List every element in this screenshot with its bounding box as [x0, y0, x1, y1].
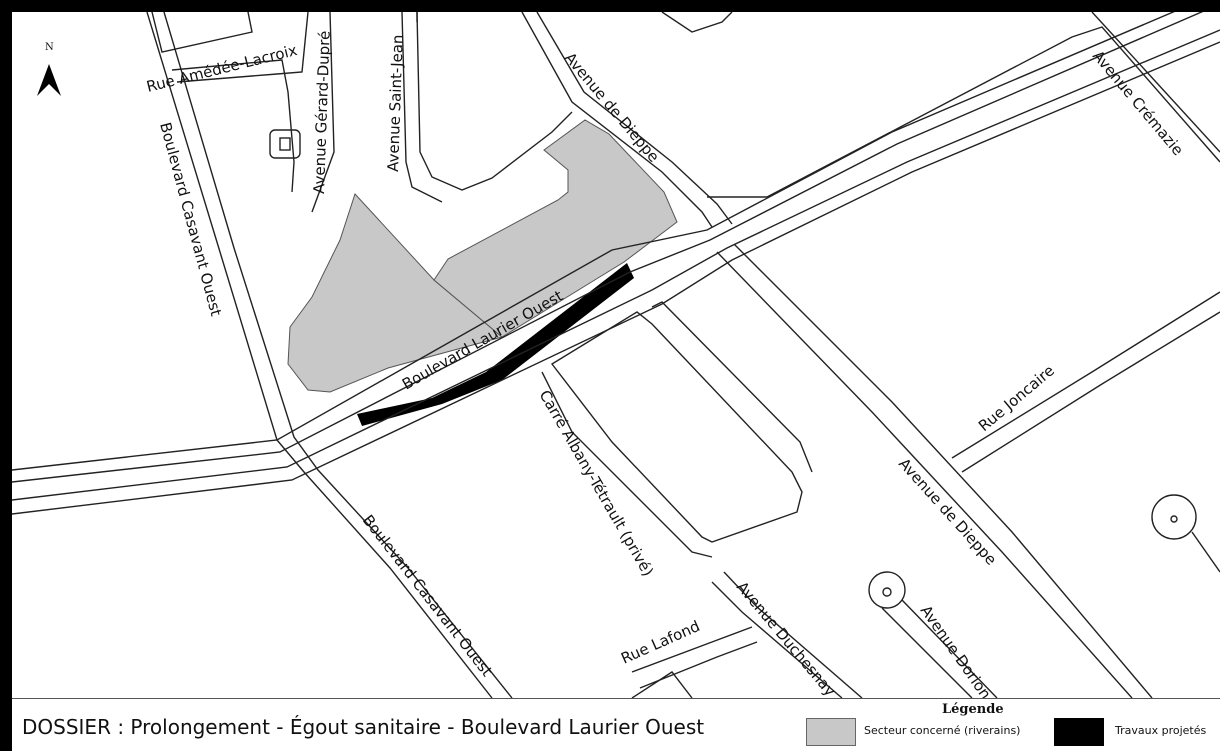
map-canvas[interactable]: N Rue Amédée-Lacroix Avenue Gérard-Dupré… — [12, 12, 1220, 698]
road-albany-inner — [651, 301, 813, 473]
road-albany-street — [541, 371, 713, 558]
road-dieppe-north-e — [536, 12, 733, 225]
north-arrow-icon — [37, 64, 61, 96]
road-duchesnay-e — [723, 571, 863, 698]
label-amedee-lacroix: Rue Amédée-Lacroix — [145, 41, 299, 96]
road-dieppe-south-e — [733, 243, 1153, 698]
road-casavant-east — [163, 12, 513, 698]
legend-label-planned-works: Travaux projetés — [1115, 724, 1207, 737]
road-laurier-edge-2 — [12, 12, 1204, 483]
label-gerard-dupre: Avenue Gérard-Dupré — [310, 30, 334, 194]
road-cremazie-block — [707, 26, 1220, 198]
road-amedee-lacroix-2 — [176, 12, 309, 83]
road-laurier-edge-1 — [12, 12, 1175, 471]
affected-sector-east — [433, 119, 678, 338]
road-gerard-dupre — [311, 12, 335, 213]
planned-works-strip — [357, 263, 634, 426]
cul-de-sac-dorion-dot — [882, 587, 892, 597]
label-lafond: Rue Lafond — [618, 617, 702, 668]
footer-bar: DOSSIER : Prolongement - Égout sanitaire… — [12, 698, 1220, 751]
road-east-cul — [1191, 531, 1220, 573]
north-label: N — [45, 42, 54, 53]
road-saint-jean-e — [416, 12, 573, 191]
house-marker — [269, 129, 301, 159]
label-joncaire: Rue Joncaire — [975, 361, 1058, 435]
label-casavant-north: Boulevard Casavant Ouest — [156, 120, 225, 318]
label-albany: Carré Albany-Tétrault (privé) — [536, 387, 657, 579]
road-lafond-block — [631, 671, 693, 698]
label-duchesnay: Avenue Duchesnay — [733, 578, 839, 698]
house-marker-inner — [279, 137, 291, 151]
road-top-curve — [661, 12, 733, 33]
road-amedee-lacroix — [171, 59, 295, 193]
cul-de-sac-east — [1151, 494, 1197, 540]
legend-label-affected-sector: Secteur concerné (riverains) — [864, 724, 1021, 737]
dossier-title: DOSSIER : Prolongement - Égout sanitaire… — [22, 715, 705, 739]
legend-swatch-affected-sector — [806, 718, 856, 746]
road-lafond-s — [639, 641, 758, 689]
road-laurier-edge-3 — [12, 29, 1220, 501]
cul-de-sac-east-dot — [1170, 515, 1178, 523]
block-nw — [151, 12, 253, 53]
road-casavant-west — [146, 12, 493, 698]
road-dorion-w — [881, 607, 973, 698]
label-casavant-south: Boulevard Casavant Ouest — [359, 511, 496, 680]
road-dorion-e — [901, 599, 998, 698]
road-dieppe-north-w — [521, 12, 713, 228]
road-duchesnay-w — [711, 581, 843, 698]
street-map: N Rue Amédée-Lacroix Avenue Gérard-Dupré… — [12, 12, 1220, 698]
road-saint-jean-w — [401, 12, 443, 203]
label-dorion: Avenue Dorion — [917, 602, 995, 698]
road-dieppe-south-w — [716, 251, 1133, 698]
legend-title: Légende — [942, 702, 1004, 717]
road-laurier-edge-4 — [12, 41, 1220, 515]
road-cremazie-east — [1091, 12, 1220, 153]
label-dieppe-south: Avenue de Dieppe — [895, 455, 1000, 569]
road-albany-loop — [550, 311, 803, 543]
road-lafond-n — [631, 626, 753, 673]
cul-de-sac-dorion — [868, 571, 906, 609]
legend-swatch-planned-works — [1054, 718, 1104, 746]
road-joncaire-s — [961, 311, 1220, 473]
road-joncaire-n — [951, 291, 1220, 459]
label-saint-jean: Avenue Saint-Jean — [384, 34, 407, 172]
label-cremazie: Avenue Crémazie — [1089, 47, 1187, 159]
